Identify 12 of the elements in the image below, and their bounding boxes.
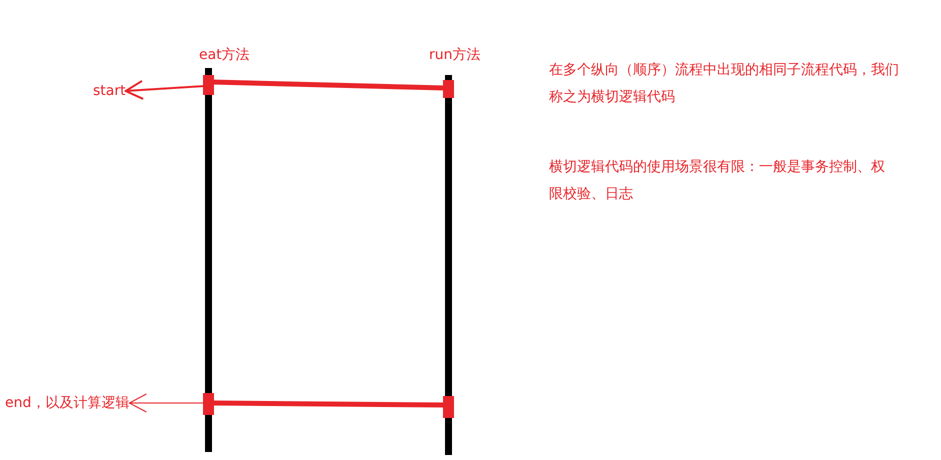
arrow: [124, 80, 206, 100]
side-label: end，以及计算逻辑: [5, 394, 130, 412]
method-label: run方法: [429, 46, 481, 64]
note-text: 在多个纵向（顺序）流程中出现的相同子流程代码，我们称之为横切逻辑代码: [549, 61, 899, 107]
connector-line: [212, 400, 446, 408]
note-text: 横切逻辑代码的使用场景很有限：一般是事务控制、权限校验、日志: [549, 158, 886, 204]
arrow: [128, 394, 206, 412]
method-label: eat方法: [199, 46, 250, 64]
connector-line: [212, 80, 446, 90]
lifeline-bar: [445, 75, 452, 455]
lifeline-bar: [205, 68, 212, 452]
side-label: start: [93, 82, 126, 100]
